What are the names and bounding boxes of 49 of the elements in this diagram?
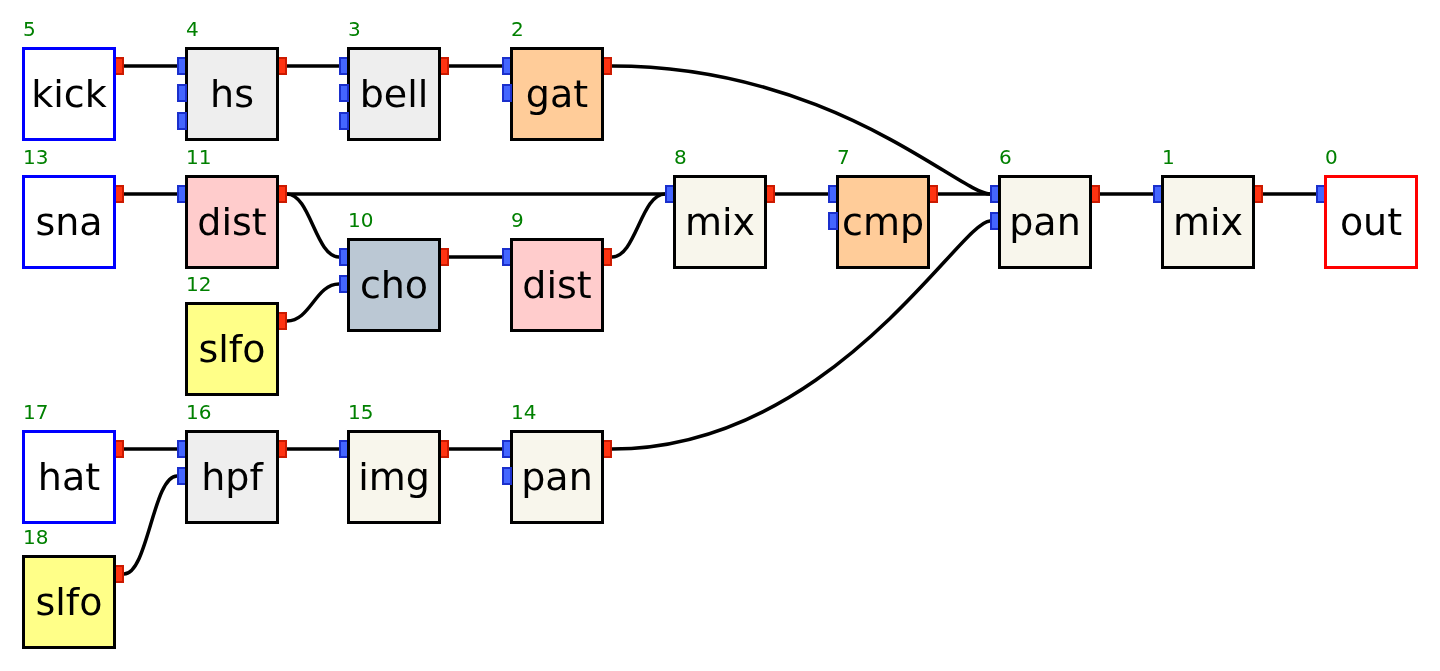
module-number: 14 — [511, 402, 537, 422]
module-name: hs — [210, 75, 254, 113]
module-number: 6 — [999, 147, 1012, 167]
module-number: 13 — [23, 147, 49, 167]
module-name: cho — [359, 266, 429, 304]
module-number: 2 — [511, 19, 524, 39]
connector-wire — [277, 440, 349, 458]
module-number: 16 — [186, 402, 212, 422]
connector-wire — [439, 248, 512, 266]
connector-wire — [439, 440, 512, 458]
module-number: 4 — [186, 19, 199, 39]
module-number: 9 — [511, 210, 524, 230]
connector-wire — [114, 185, 187, 203]
module-number: 10 — [348, 210, 374, 230]
module-name: mix — [1172, 203, 1244, 241]
module-name: pan — [521, 458, 593, 496]
module-number: 5 — [23, 19, 36, 39]
module-number: 17 — [23, 402, 49, 422]
module-name: gat — [525, 75, 589, 113]
module-name: out — [1339, 203, 1403, 241]
module-name: slfo — [35, 583, 103, 621]
module-number: 11 — [186, 147, 212, 167]
module-name: mix — [684, 203, 756, 241]
module-name: kick — [31, 75, 107, 113]
module-name: hpf — [201, 458, 263, 496]
connector-wire — [1090, 185, 1163, 203]
module-number: 3 — [348, 19, 361, 39]
module-name: cmp — [842, 203, 924, 241]
connector-wire — [439, 57, 512, 75]
module-name: pan — [1009, 203, 1081, 241]
connector-wire — [1253, 185, 1326, 203]
module-name: dist — [197, 203, 267, 241]
module-number: 18 — [23, 527, 49, 547]
connector-wire — [114, 440, 187, 458]
module-name: hat — [37, 458, 101, 496]
module-number: 8 — [674, 147, 687, 167]
module-name: img — [358, 458, 430, 496]
connector-wire — [114, 57, 187, 75]
module-name: dist — [522, 266, 592, 304]
module-number: 7 — [837, 147, 850, 167]
module-name: slfo — [198, 330, 266, 368]
module-number: 1 — [1162, 147, 1175, 167]
connector-wire — [765, 185, 838, 203]
module-number: 12 — [186, 274, 212, 294]
module-number: 15 — [348, 402, 374, 422]
module-number: 0 — [1325, 147, 1338, 167]
module-name: sna — [35, 203, 103, 241]
connector-wire — [277, 57, 349, 75]
module-name: bell — [359, 75, 429, 113]
